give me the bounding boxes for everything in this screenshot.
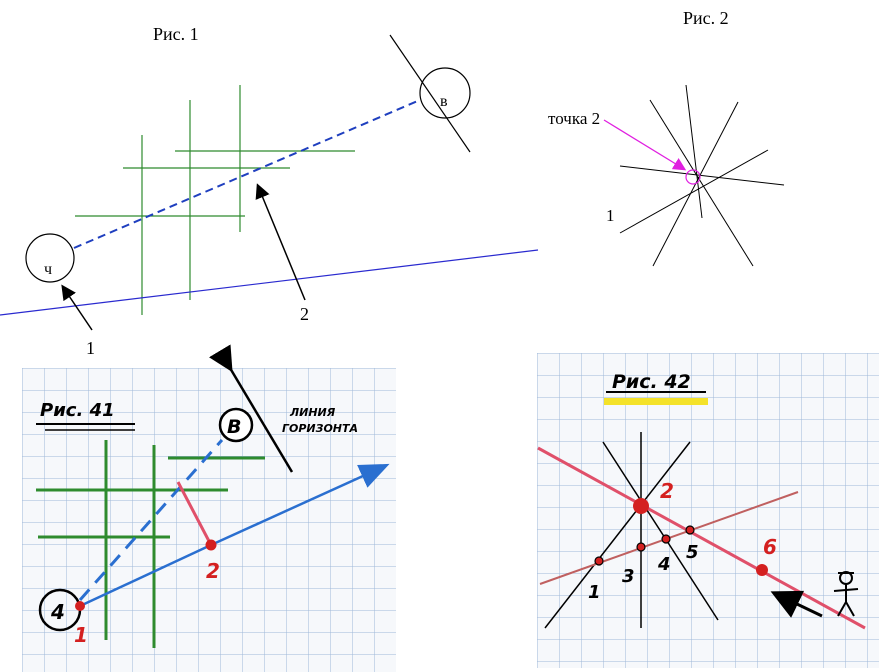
fig42-label-4: 4 xyxy=(657,554,671,575)
figure-41: Рис. 41 ЛИНИЯ ГОРИЗОНТА В 4 1 2 xyxy=(22,344,396,672)
fig42-label-2: 2 xyxy=(660,479,674,503)
fig42-viewer-arrow xyxy=(770,590,823,618)
fig42-point-2 xyxy=(633,498,649,514)
fig42-title: Рис. 42 xyxy=(612,371,691,393)
fig42-pink-line-main xyxy=(537,446,866,630)
fig42-label-1: 1 xyxy=(588,582,601,603)
fig41-blue-line-1 xyxy=(79,543,212,608)
fig41-horizon-line xyxy=(209,344,294,473)
fig41-grid xyxy=(22,368,396,672)
fig41-green-lines xyxy=(36,440,265,648)
fig41-point-4: 4 xyxy=(50,600,65,624)
figure-1: Рис. 1 в ч 1 2 xyxy=(0,24,539,358)
fig1-label-1: 1 xyxy=(86,338,95,358)
fig1-point-v: в xyxy=(440,93,448,110)
fig1-circle-ch xyxy=(25,233,75,283)
fig42-point-1 xyxy=(594,556,604,566)
fig41-label-1: 1 xyxy=(74,623,88,647)
fig1-horizon-line xyxy=(0,249,539,316)
fig2-point-circle xyxy=(685,169,701,185)
fig42-title-highlight xyxy=(604,398,708,405)
fig2-lines xyxy=(619,84,785,267)
fig1-green-lines xyxy=(75,85,355,315)
fig2-title: Рис. 2 xyxy=(683,8,729,28)
fig1-cross-line xyxy=(389,34,471,153)
fig42-point-3 xyxy=(636,542,646,552)
fig41-red-point-1 xyxy=(75,601,85,611)
fig42-label-6: 6 xyxy=(763,535,777,559)
fig41-red-segment xyxy=(176,481,213,546)
fig41-sight-line xyxy=(78,439,224,601)
fig42-point-4 xyxy=(661,534,671,544)
fig41-horizon-label-1: ЛИНИЯ xyxy=(289,406,336,419)
fig1-label-2: 2 xyxy=(300,304,309,324)
fig1-sight-line xyxy=(73,99,421,249)
fig41-title: Рис. 41 xyxy=(40,400,115,421)
fig42-label-3: 3 xyxy=(622,566,635,587)
fig2-label-1: 1 xyxy=(606,206,615,225)
fig41-circle-b xyxy=(218,407,254,443)
fig42-point-5 xyxy=(685,525,695,535)
figure-2: Рис. 2 точка 2 1 xyxy=(548,8,785,267)
fig41-red-point-2 xyxy=(205,539,217,551)
fig1-point-ch: ч xyxy=(44,261,52,278)
fig42-lines xyxy=(544,432,719,629)
fig2-arrow xyxy=(603,119,687,171)
fig41-label-2: 2 xyxy=(206,559,220,583)
fig42-viewer-icon xyxy=(833,571,859,617)
fig41-blue-line-2 xyxy=(210,463,390,547)
fig1-arrow-1 xyxy=(61,284,93,331)
fig2-point-label: точка 2 xyxy=(548,109,600,128)
fig41-horizon-label-2: ГОРИЗОНТА xyxy=(282,422,358,435)
figure-42: Рис. 42 1 2 3 4 5 6 xyxy=(537,353,879,668)
fig41-point-b: В xyxy=(227,416,241,438)
fig42-point-6 xyxy=(756,564,768,576)
fig1-arrow-2 xyxy=(255,183,306,301)
fig42-label-5: 5 xyxy=(686,542,699,563)
fig1-circle-v xyxy=(419,67,471,119)
fig1-title: Рис. 1 xyxy=(153,24,199,44)
